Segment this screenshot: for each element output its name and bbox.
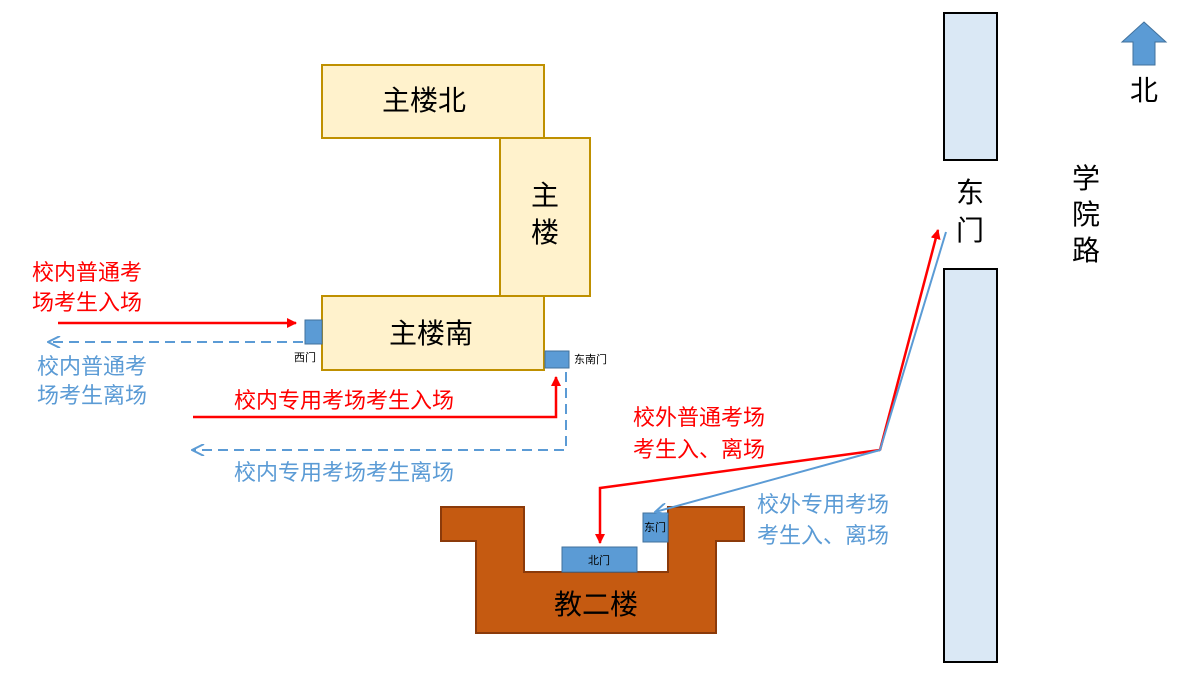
southeast-gate-label: 东南门 xyxy=(574,352,607,366)
east-gate-small xyxy=(642,512,669,543)
boundary-strip-north xyxy=(943,12,998,161)
route-internal-normal-enter-l1: 校内普通考 xyxy=(32,261,142,286)
route-internal-special-enter-label: 校内专用考场考生入场 xyxy=(234,389,454,414)
main-north-building xyxy=(321,64,545,139)
route-external-special xyxy=(655,231,947,512)
main-label-line1: 主 xyxy=(531,179,559,212)
route-external-normal-l2: 考生入、离场 xyxy=(633,438,765,463)
main-building xyxy=(499,137,591,297)
route-external-normal xyxy=(595,448,881,544)
route-external-special-l1: 校外专用考场 xyxy=(757,493,889,518)
southeast-gate xyxy=(544,350,570,369)
route-external-special-l2: 考生入、离场 xyxy=(757,524,889,549)
main-label-line2: 楼 xyxy=(531,216,559,249)
road-label-line3: 路 xyxy=(1072,234,1100,267)
west-gate xyxy=(304,319,323,345)
east-gate-small-label: 东门 xyxy=(644,520,666,534)
campus-east-gate-line2: 门 xyxy=(956,214,984,247)
road-label-line2: 院 xyxy=(1072,198,1100,231)
north-gate-label: 北门 xyxy=(588,553,610,567)
route-internal-special-enter xyxy=(193,376,561,419)
teaching-building-2-label: 教二楼 xyxy=(554,588,638,621)
route-internal-special-leave xyxy=(192,372,567,450)
route-internal-normal-leave-l2: 场考生离场 xyxy=(37,384,147,409)
north-label: 北 xyxy=(1130,74,1158,107)
boundary-strip-south xyxy=(943,268,998,663)
north-gate xyxy=(561,546,638,573)
main-south-building xyxy=(321,295,545,371)
route-external-normal-l1: 校外普通考场 xyxy=(633,406,765,431)
route-internal-normal-enter-l2: 场考生入场 xyxy=(32,291,142,316)
route-external-normal-gate xyxy=(878,229,941,451)
west-gate-label: 西门 xyxy=(294,350,316,364)
route-internal-normal-leave-l1: 校内普通考 xyxy=(37,355,147,380)
campus-east-gate-line1: 东 xyxy=(956,176,984,209)
main-south-label: 主楼南 xyxy=(389,317,473,350)
road-label-line1: 学 xyxy=(1072,162,1100,195)
route-internal-special-leave-label: 校内专用考场考生离场 xyxy=(234,461,454,486)
north-arrow-icon xyxy=(1120,21,1168,66)
main-north-label: 主楼北 xyxy=(382,84,466,117)
